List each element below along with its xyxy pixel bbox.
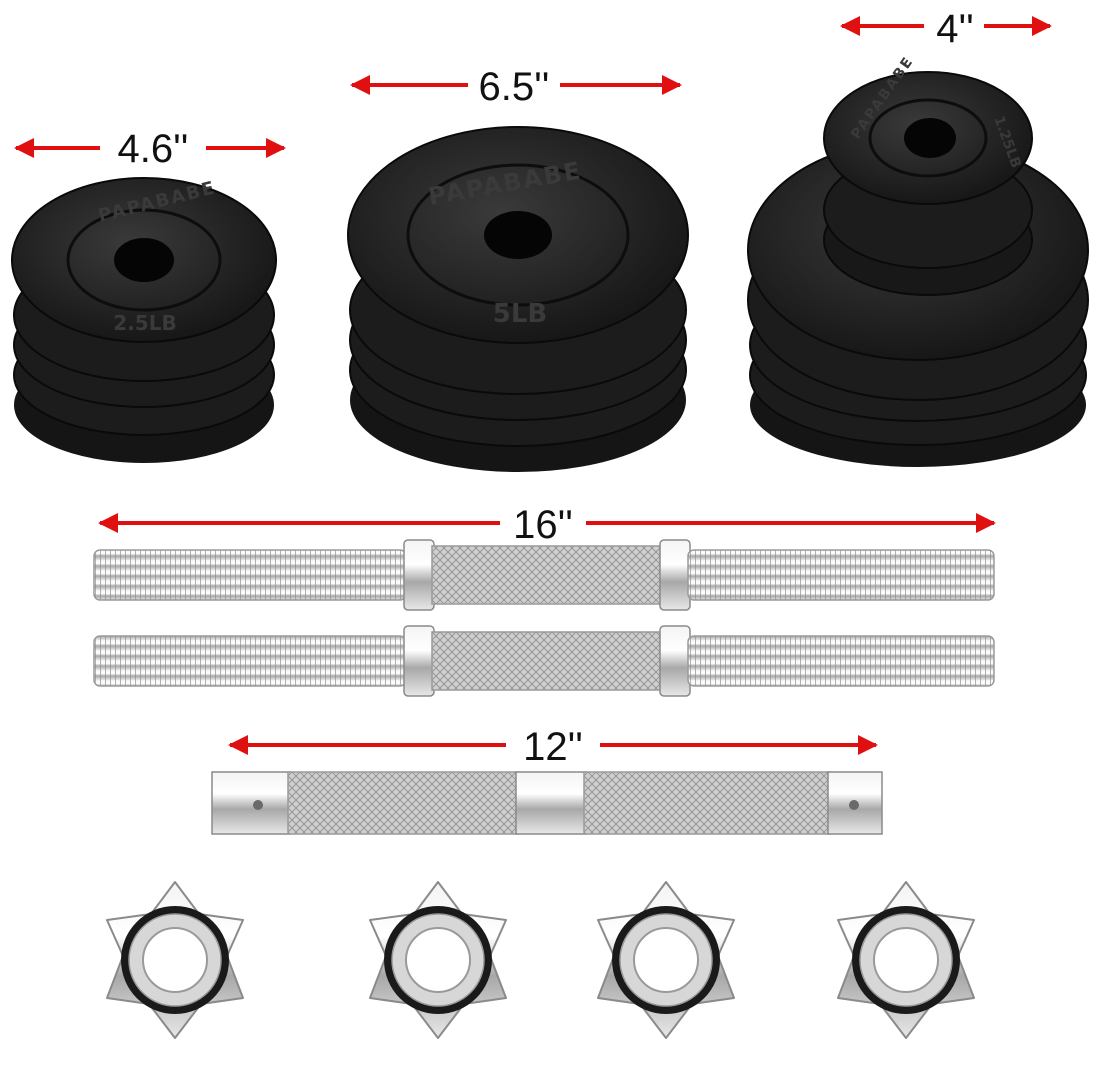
dimension-medium-plate: 6.5''	[350, 65, 682, 109]
tiny-plate-diameter-label: 4''	[936, 7, 974, 51]
mixed-plate-stack: PAPABABE 1.25LB	[747, 53, 1089, 467]
dimension-small-plate: 4.6''	[14, 127, 286, 171]
dimension-connector: 12''	[228, 725, 878, 769]
spin-lock-collar	[597, 881, 735, 1039]
medium-plate-stack: PAPABABE 5LB	[347, 126, 689, 472]
dimension-handle: 16''	[98, 503, 996, 547]
medium-plate-diameter-label: 6.5''	[479, 65, 550, 109]
small-plate-diameter-label: 4.6''	[118, 127, 189, 171]
spin-lock-collar	[837, 881, 975, 1039]
connector-bar	[211, 771, 883, 835]
small-plate-weight-text: 2.5LB	[113, 311, 176, 335]
connector-length-label: 12''	[523, 725, 583, 769]
medium-plate-weight-text: 5LB	[493, 299, 547, 329]
dimension-tiny-plate: 4''	[840, 7, 1052, 51]
dumbbell-handle	[93, 625, 995, 697]
dumbbell-handle	[93, 539, 995, 611]
handle-length-label: 16''	[513, 503, 573, 547]
small-plate-stack: PAPABABE 2.5LB	[11, 177, 277, 463]
spin-lock-collar	[106, 881, 244, 1039]
spin-lock-collar	[369, 881, 507, 1039]
